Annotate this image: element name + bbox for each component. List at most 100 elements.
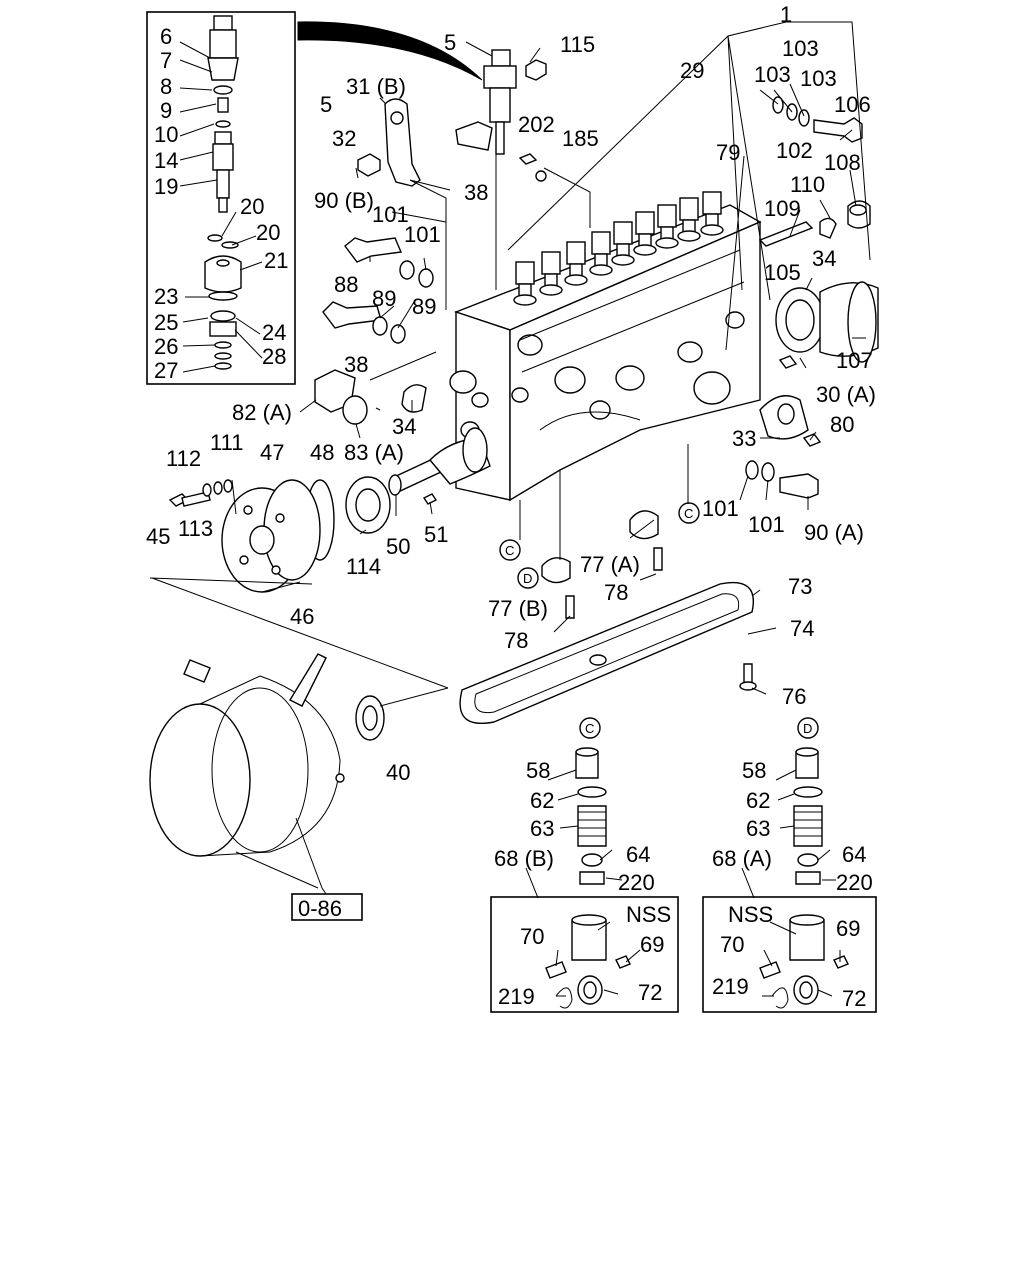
- label-part-202: 202: [518, 112, 555, 137]
- label-nss-a: NSS: [728, 902, 773, 927]
- delivery-valve-inset: [146, 11, 296, 385]
- label-part-63-d: 63: [746, 816, 770, 841]
- label-part-70-a: 70: [720, 932, 744, 957]
- label-part-70-b: 70: [520, 924, 544, 949]
- label-part-101-a: 101: [372, 202, 409, 227]
- label-part-113: 113: [178, 516, 213, 541]
- label-part-38-left: 38: [344, 352, 368, 377]
- label-part-58-d: 58: [742, 758, 766, 783]
- bottom-cover-plate: [459, 581, 757, 724]
- label-part-108: 108: [824, 150, 861, 175]
- marker-d-2: D: [803, 721, 812, 736]
- label-part-20b: 20: [256, 220, 280, 245]
- label-part-62-c: 62: [530, 788, 554, 813]
- label-part-40: 40: [386, 760, 410, 785]
- label-part-1: 1: [780, 2, 792, 27]
- label-part-220-d: 220: [836, 870, 873, 895]
- label-part-219-b: 219: [498, 984, 535, 1009]
- part-number-labels: 1 5 5 6 7 8 9 10 14 19 20 20 21 23 24 25…: [146, 2, 876, 1011]
- label-part-68b: 68 (B): [494, 846, 554, 871]
- label-part-58-c: 58: [526, 758, 550, 783]
- label-part-111: 111: [210, 430, 243, 455]
- label-part-102: 102: [776, 138, 813, 163]
- label-part-101-c: 101: [702, 496, 739, 521]
- label-part-74: 74: [790, 616, 814, 641]
- roller-tappet-box-68b: [490, 896, 679, 1013]
- label-part-82a: 82 (A): [232, 400, 292, 425]
- label-part-47: 47: [260, 440, 284, 465]
- label-part-46: 46: [290, 604, 314, 629]
- label-reference-0-86: 0-86: [298, 896, 342, 921]
- drive-flange-assembly: [168, 476, 438, 593]
- label-part-105: 105: [764, 260, 801, 285]
- label-part-51: 51: [424, 522, 448, 547]
- label-part-29: 29: [680, 58, 704, 83]
- label-part-78-right: 78: [604, 580, 628, 605]
- label-part-78-left: 78: [504, 628, 528, 653]
- label-part-31b: 31 (B): [346, 74, 406, 99]
- label-part-19: 19: [154, 174, 178, 199]
- label-nss-b: NSS: [626, 902, 671, 927]
- left-fittings: [314, 237, 434, 425]
- camshaft-50: [388, 427, 491, 496]
- label-part-219-a: 219: [712, 974, 749, 999]
- label-part-77a: 77 (A): [580, 552, 640, 577]
- plunger-elements-row: [513, 191, 724, 306]
- label-part-73: 73: [788, 574, 812, 599]
- label-part-64-d: 64: [842, 842, 866, 867]
- label-part-20a: 20: [240, 194, 264, 219]
- label-part-103-c: 103: [800, 66, 837, 91]
- label-part-89-b: 89: [412, 294, 436, 319]
- label-part-30a: 30 (A): [816, 382, 876, 407]
- label-part-79: 79: [716, 140, 740, 165]
- label-part-80: 80: [830, 412, 854, 437]
- label-part-64-c: 64: [626, 842, 650, 867]
- label-part-68a: 68 (A): [712, 846, 772, 871]
- label-part-21: 21: [264, 248, 288, 273]
- inset-pointer-wedge: [297, 21, 483, 81]
- label-part-10: 10: [154, 122, 178, 147]
- label-part-103-a: 103: [782, 36, 819, 61]
- label-part-88: 88: [334, 272, 358, 297]
- connector-markers: [499, 502, 819, 739]
- label-part-69-a: 69: [836, 916, 860, 941]
- label-part-23: 23: [154, 284, 178, 309]
- marker-letters: C C D C D: [505, 506, 812, 736]
- label-part-72-a: 72: [842, 986, 866, 1011]
- label-part-89-a: 89: [372, 286, 396, 311]
- label-part-27: 27: [154, 358, 178, 383]
- label-part-7: 7: [160, 48, 172, 73]
- label-part-109: 109: [764, 196, 801, 221]
- label-part-112: 112: [166, 446, 201, 471]
- label-part-220-c: 220: [618, 870, 655, 895]
- tappet-assembly-c: [575, 747, 607, 885]
- label-part-106: 106: [834, 92, 871, 117]
- label-part-34-right: 34: [812, 246, 836, 271]
- label-part-50: 50: [386, 534, 410, 559]
- label-part-107: 107: [836, 348, 873, 373]
- tappet-supports: [541, 510, 663, 619]
- marker-d-1: D: [523, 571, 532, 586]
- label-part-25: 25: [154, 310, 178, 335]
- label-part-48: 48: [310, 440, 334, 465]
- label-part-90a: 90 (A): [804, 520, 864, 545]
- label-part-103-b: 103: [754, 62, 791, 87]
- roller-tappet-box-68a: [702, 896, 877, 1013]
- label-part-90b: 90 (B): [314, 188, 374, 213]
- label-part-101-d: 101: [748, 512, 785, 537]
- marker-c-2: C: [505, 543, 514, 558]
- label-part-101-b: 101: [404, 222, 441, 247]
- label-part-5-inset: 5: [320, 92, 332, 117]
- label-part-8: 8: [160, 74, 172, 99]
- tappet-assembly-d: [793, 747, 823, 885]
- marker-c-3: C: [585, 721, 594, 736]
- label-part-26: 26: [154, 334, 178, 359]
- label-part-69-b: 69: [640, 932, 664, 957]
- label-part-185: 185: [562, 126, 599, 151]
- label-part-62-d: 62: [746, 788, 770, 813]
- label-part-38-top: 38: [464, 180, 488, 205]
- delivery-holder-5: [455, 49, 547, 182]
- label-part-6: 6: [160, 24, 172, 49]
- label-part-115: 115: [560, 32, 595, 57]
